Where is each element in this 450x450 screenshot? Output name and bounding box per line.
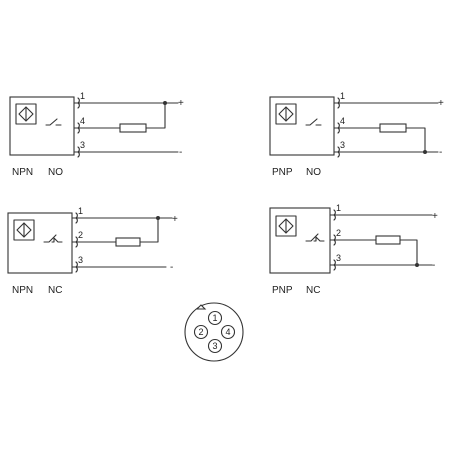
diagram-npn-no: 1 4 3 + - NPN NO — [9, 91, 184, 178]
pin-label: 3 — [80, 140, 85, 150]
wire-2 — [71, 217, 159, 248]
connector-pin — [193, 324, 209, 340]
wire-3 — [333, 146, 439, 158]
connector-pin — [220, 324, 236, 340]
pin-label: 2 — [78, 230, 83, 240]
plus-sign: + — [432, 211, 438, 222]
pin-label: 4 — [340, 116, 345, 126]
pin-label: 3 — [336, 253, 341, 263]
wire-2 — [329, 234, 418, 266]
mode-label: NC — [306, 285, 320, 296]
nc-switch-icon — [305, 233, 325, 242]
connector-outline — [184, 302, 244, 362]
nc-switch-icon — [43, 234, 63, 243]
wire-1 — [329, 209, 433, 221]
load-resistor — [375, 235, 401, 245]
wire-3 — [73, 146, 179, 158]
sensor-body — [9, 96, 75, 156]
pin-label: 3 — [78, 255, 83, 265]
connector-pin-label: 3 — [212, 341, 217, 351]
pin-label: 1 — [78, 206, 83, 216]
wire-4 — [73, 102, 166, 134]
pin-label: 1 — [336, 203, 341, 213]
load-resistor — [115, 237, 141, 247]
connector-key-notch — [195, 304, 207, 310]
wire-3 — [329, 259, 433, 271]
connector-pinout: 1 2 4 3 — [184, 302, 244, 362]
proximity-sensor-icon — [275, 103, 297, 125]
proximity-sensor-icon — [15, 103, 37, 125]
junction-dot — [163, 101, 167, 105]
load-resistor — [119, 123, 147, 133]
load-resistor — [379, 123, 407, 133]
sensor-body — [269, 96, 335, 156]
minus-sign: - — [170, 262, 173, 273]
pin-label: 1 — [80, 91, 85, 101]
plus-sign: + — [178, 98, 184, 109]
pin-label: 4 — [80, 116, 85, 126]
sensor-body — [7, 212, 73, 274]
type-label: PNP — [272, 285, 293, 296]
type-label: PNP — [272, 167, 293, 178]
diagram-pnp-nc: 1 2 3 + - PNP NC — [269, 203, 438, 296]
junction-dot — [156, 216, 160, 220]
minus-sign: - — [439, 147, 442, 158]
wire-1 — [333, 97, 439, 109]
type-label: NPN — [12, 285, 33, 296]
mode-label: NC — [48, 285, 62, 296]
pin-label: 2 — [336, 228, 341, 238]
pin-label: 3 — [340, 140, 345, 150]
mode-label: NO — [306, 167, 321, 178]
type-label: NPN — [12, 167, 33, 178]
wire-3 — [71, 261, 167, 273]
connector-pin-label: 4 — [225, 327, 230, 337]
plus-sign: + — [172, 214, 178, 225]
proximity-sensor-icon — [275, 215, 297, 237]
connector-pin-label: 2 — [198, 327, 203, 337]
pin-label: 1 — [340, 91, 345, 101]
wire-1 — [73, 97, 179, 109]
connector-pin — [207, 338, 223, 354]
wire-4 — [333, 122, 426, 153]
diagram-pnp-no: 1 4 3 + - PNP NO — [269, 91, 444, 178]
mode-label: NO — [48, 167, 63, 178]
minus-sign: - — [432, 260, 435, 271]
connector-pin-label: 1 — [212, 313, 217, 323]
minus-sign: - — [179, 147, 182, 158]
no-switch-icon — [45, 118, 62, 126]
plus-sign: + — [438, 98, 444, 109]
diagram-npn-nc: 1 2 3 + - NPN NC — [7, 206, 178, 296]
no-switch-icon — [305, 118, 322, 126]
connector-pin — [207, 310, 223, 326]
proximity-sensor-icon — [13, 219, 35, 241]
